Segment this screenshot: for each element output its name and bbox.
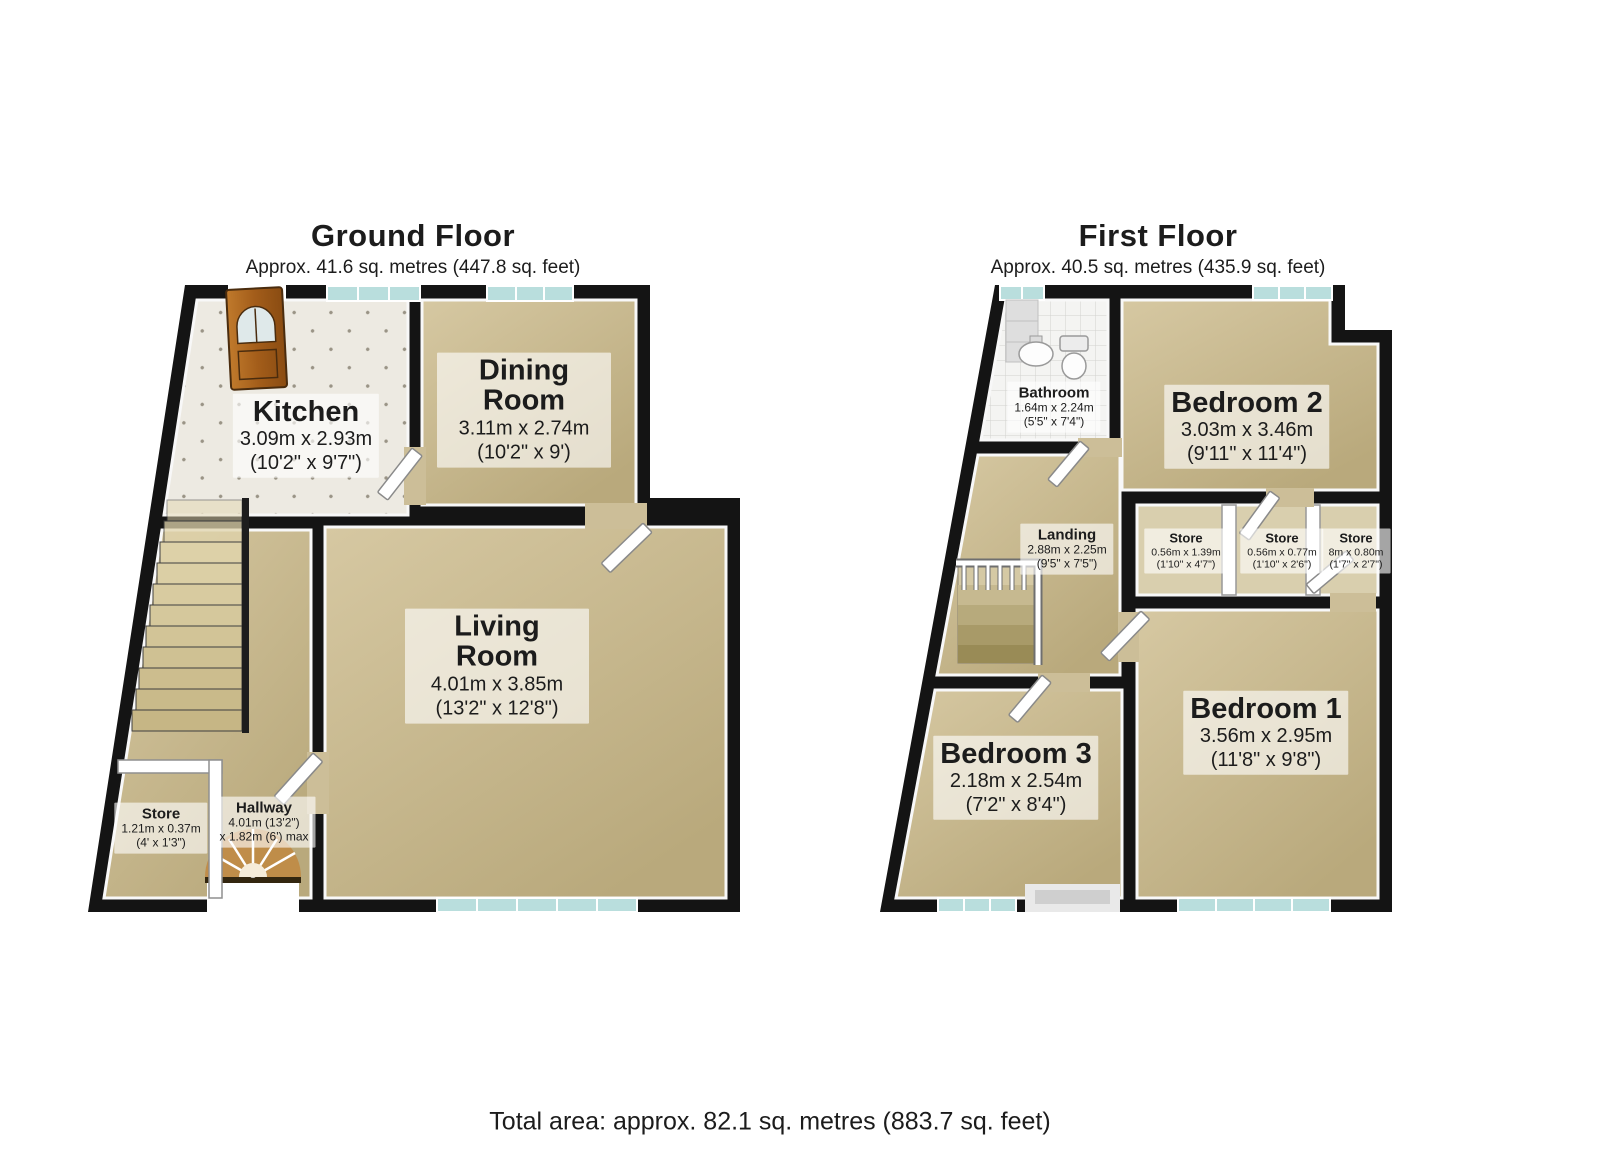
bathroom-window-icon [999,285,1045,301]
room-label-store2: Store 0.56m x 0.77m (1'10" x 2'6") [1240,528,1324,574]
front-door-threshold [205,877,301,883]
kitchen-window-icon [326,285,421,302]
room-label-bedroom2: Bedroom 2 3.03m x 3.46m (9'11" x 11'4") [1164,384,1330,470]
room-label-kitchen: Kitchen 3.09m x 2.93m (10'2" x 9'7") [232,393,380,479]
door-opening [1038,673,1090,692]
ground-floor-subtitle: Approx. 41.6 sq. metres (447.8 sq. feet) [245,257,581,278]
toilet-icon [1061,352,1087,380]
door-opening [1266,488,1314,507]
room-label-bedroom3: Bedroom 3 2.18m x 2.54m (7'2" x 8'4") [933,735,1099,821]
first-floor-subtitle: Approx. 40.5 sq. metres (435.9 sq. feet) [990,257,1326,278]
room-label-bathroom: Bathroom 1.64m x 2.24m (5'5" x 7'4") [1007,381,1101,433]
room-label-landing: Landing 2.88m x 2.25m (9'5" x 7'5") [1020,523,1114,575]
living-window-icon [436,897,638,913]
room-label-store3: Store 8m x 0.80m (1'7" x 2'7") [1321,528,1391,574]
door-opening [585,503,647,529]
room-label-hallway: Hallway 4.01m (13'2") x 1.82m (6') max [212,796,316,848]
bathroom-fixtures [1005,299,1089,380]
sink-icon [1018,341,1054,367]
room-label-bedroom1: Bedroom 1 3.56m x 2.95m (11'8" x 9'8") [1183,690,1349,776]
first-floor-recess-step [1035,890,1110,904]
room-label-living-room: Living Room 4.01m x 3.85m (13'2" x 12'8"… [405,608,589,724]
room-label-store-ground: Store 1.21m x 0.37m (4' x 1'3") [114,802,208,854]
door-opening [1330,593,1376,612]
bedroom1-window-icon [1177,897,1331,913]
room-label-dining-room: Dining Room 3.11m x 2.74m (10'2" x 9') [437,352,611,468]
first-floor-title: First Floor [1078,218,1238,253]
toilet-cistern [1059,335,1089,352]
entrance-door-icon [225,286,289,391]
door-opening [1078,438,1122,457]
dining-window-icon [486,285,574,302]
ground-floor-title: Ground Floor [310,218,516,253]
staircase-icon [131,498,249,733]
bedroom3-window-icon [937,897,1017,913]
bedroom2-window-icon [1252,285,1333,301]
total-area-text: Total area: approx. 82.1 sq. metres (883… [489,1107,1051,1136]
room-label-store1: Store 0.56m x 1.39m (1'10" x 4'7") [1144,528,1228,574]
